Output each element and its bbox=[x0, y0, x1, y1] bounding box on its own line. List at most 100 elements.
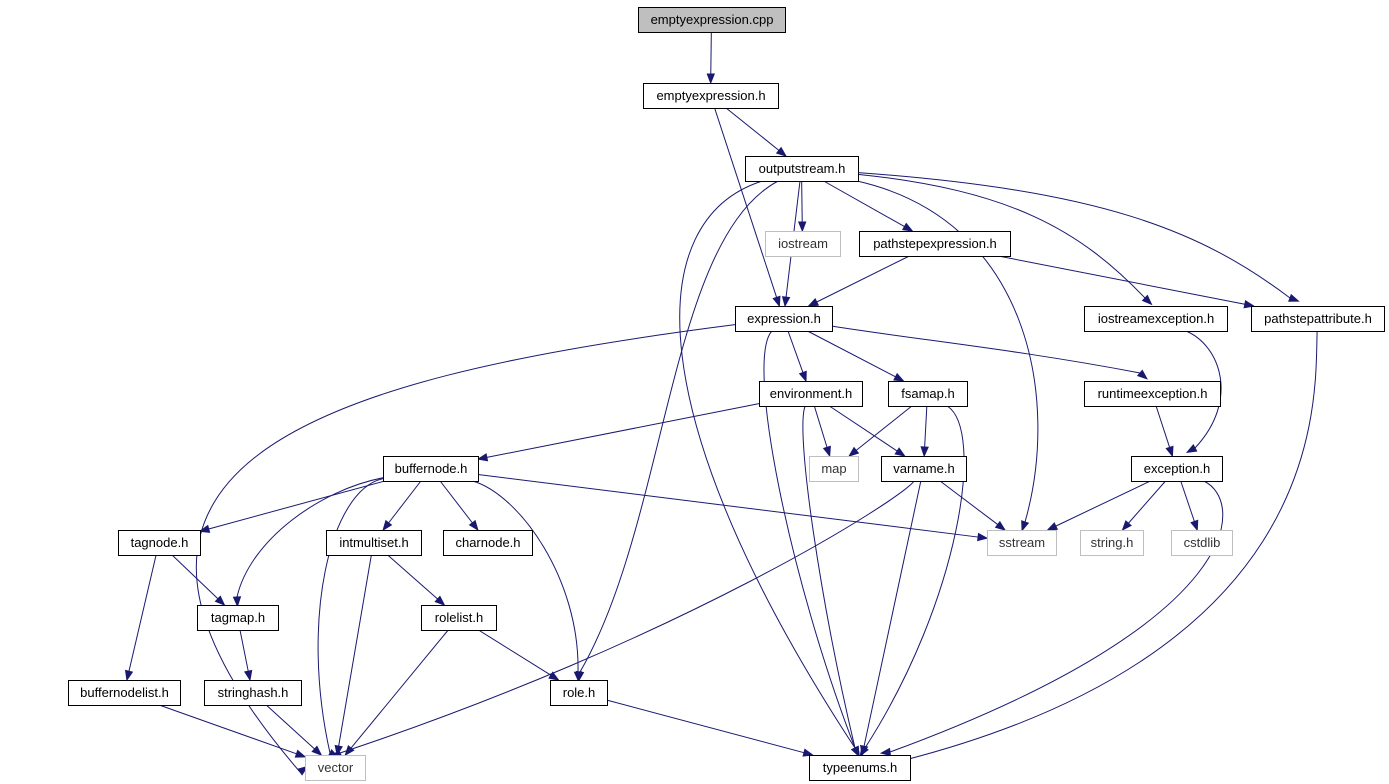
node-box bbox=[1131, 456, 1223, 482]
node-box bbox=[326, 530, 422, 556]
node-label: iostreamexception.h bbox=[1098, 311, 1214, 326]
edge-fsamap-h-to-map bbox=[848, 405, 913, 457]
edge-outputstream-h-to-pathstepexpression-h bbox=[823, 180, 914, 232]
edge-line bbox=[857, 173, 1146, 299]
node-tagnode-h[interactable]: tagnode.h bbox=[118, 530, 201, 556]
node-exception-h[interactable]: exception.h bbox=[1131, 456, 1223, 482]
edge-expression-h-to-fsamap-h bbox=[807, 330, 905, 382]
node-box bbox=[859, 231, 1011, 257]
node-label: intmultiset.h bbox=[339, 535, 408, 550]
node-label: typeenums.h bbox=[823, 760, 897, 775]
edge-line bbox=[807, 330, 896, 378]
arrowhead-icon bbox=[1165, 445, 1174, 458]
edge-line bbox=[387, 554, 438, 600]
node-label: tagmap.h bbox=[211, 610, 265, 625]
edge-line bbox=[477, 473, 979, 538]
edge-line bbox=[338, 554, 372, 747]
node-label: buffernode.h bbox=[395, 461, 468, 476]
arrowhead-icon bbox=[807, 297, 820, 307]
edge-line bbox=[350, 629, 449, 749]
edge-pathstepexpression-h-to-pathstepattribute-h bbox=[998, 255, 1256, 309]
node-environment-h[interactable]: environment.h bbox=[759, 381, 863, 407]
node-typeenums-h[interactable]: typeenums.h bbox=[809, 755, 911, 781]
node-box bbox=[204, 680, 302, 706]
arrowhead-icon bbox=[920, 446, 929, 458]
edge-line bbox=[714, 107, 778, 298]
node-intmultiset-h[interactable]: intmultiset.h bbox=[326, 530, 422, 556]
arrowhead-icon bbox=[297, 765, 309, 776]
node-label: cstdlib bbox=[1184, 535, 1221, 550]
node-box bbox=[1080, 530, 1144, 556]
edge-line bbox=[236, 477, 384, 598]
arrowhead-icon bbox=[1121, 520, 1132, 532]
edge-line bbox=[339, 480, 915, 754]
edge-buffernodelist-h-to-vector bbox=[158, 704, 307, 758]
edge-line bbox=[195, 324, 736, 773]
node-expression-h[interactable]: expression.h bbox=[735, 306, 833, 332]
arrowhead-icon bbox=[311, 745, 323, 756]
node-label: runtimeexception.h bbox=[1098, 386, 1208, 401]
edge-line bbox=[478, 629, 552, 676]
node-emptyexpression-h[interactable]: emptyexpression.h bbox=[643, 83, 779, 109]
edge-pathstepexpression-h-to-expression-h bbox=[807, 255, 910, 307]
arrowhead-icon bbox=[893, 372, 905, 382]
node-pathstepexpression-h[interactable]: pathstepexpression.h bbox=[859, 231, 1011, 257]
arrowhead-icon bbox=[1136, 369, 1148, 380]
edge-line bbox=[171, 554, 219, 600]
node-iostreamexception-h[interactable]: iostreamexception.h bbox=[1084, 306, 1228, 332]
edge-intmultiset-h-to-vector bbox=[334, 554, 372, 757]
edge-line bbox=[823, 180, 905, 228]
edge-line bbox=[317, 478, 384, 754]
node-box bbox=[881, 456, 967, 482]
node-buffernodelist-h[interactable]: buffernodelist.h bbox=[68, 680, 181, 706]
node-box bbox=[643, 83, 779, 109]
edge-role-h-to-typeenums-h bbox=[606, 699, 814, 757]
node-buffernode-h[interactable]: buffernode.h bbox=[383, 456, 479, 482]
node-box bbox=[1251, 306, 1385, 332]
edge-line bbox=[1185, 330, 1222, 449]
edge-line bbox=[924, 405, 928, 448]
node-pathstepattribute-h[interactable]: pathstepattribute.h bbox=[1251, 306, 1385, 332]
node-sstream: sstream bbox=[987, 530, 1057, 556]
node-label: emptyexpression.h bbox=[656, 88, 765, 103]
edge-line bbox=[606, 699, 805, 754]
node-charnode-h[interactable]: charnode.h bbox=[443, 530, 533, 556]
node-label: pathstepattribute.h bbox=[1264, 311, 1372, 326]
node-label: fsamap.h bbox=[901, 386, 954, 401]
edge-buffernode-h-to-charnode-h bbox=[439, 480, 479, 532]
edge-tagnode-h-to-tagmap-h bbox=[171, 554, 226, 606]
edge-line bbox=[472, 480, 579, 673]
node-outputstream-h[interactable]: outputstream.h bbox=[745, 156, 859, 182]
edge-buffernode-h-to-tagnode-h bbox=[198, 480, 385, 533]
arrowhead-icon bbox=[860, 744, 869, 757]
node-rolelist-h[interactable]: rolelist.h bbox=[421, 605, 497, 631]
edge-stringhash-h-to-vector bbox=[265, 704, 323, 756]
edge-line bbox=[486, 403, 760, 458]
edge-buffernode-h-to-vector bbox=[317, 478, 384, 758]
edge-buffernode-h-to-tagmap-h bbox=[232, 477, 384, 608]
node-stringhash-h[interactable]: stringhash.h bbox=[204, 680, 302, 706]
edge-line bbox=[864, 405, 965, 749]
edge-outputstream-h-to-iostreamexception-h bbox=[857, 173, 1153, 306]
arrowhead-icon bbox=[894, 447, 906, 457]
arrowhead-icon bbox=[797, 221, 807, 233]
node-emptyexpression-cpp[interactable]: emptyexpression.cpp bbox=[638, 7, 786, 33]
node-box bbox=[383, 456, 479, 482]
arrowhead-icon bbox=[781, 296, 791, 308]
edge-runtimeexception-h-to-exception-h bbox=[1155, 405, 1174, 458]
edge-emptyexpression-h-to-outputstream-h bbox=[725, 107, 787, 157]
node-iostream: iostream bbox=[765, 231, 841, 257]
node-box bbox=[1084, 306, 1228, 332]
edge-expression-h-to-vector bbox=[195, 324, 736, 776]
node-role-h[interactable]: role.h bbox=[550, 680, 608, 706]
node-vector: vector bbox=[305, 755, 366, 781]
node-varname-h[interactable]: varname.h bbox=[881, 456, 967, 482]
edge-exception-h-to-sstream bbox=[1046, 480, 1151, 531]
node-tagmap-h[interactable]: tagmap.h bbox=[197, 605, 279, 631]
node-fsamap-h[interactable]: fsamap.h bbox=[888, 381, 968, 407]
node-box bbox=[809, 755, 911, 781]
edge-intmultiset-h-to-rolelist-h bbox=[387, 554, 446, 606]
edge-line bbox=[1155, 405, 1171, 448]
node-runtimeexception-h[interactable]: runtimeexception.h bbox=[1084, 381, 1221, 407]
edge-outputstream-h-to-pathstepattribute-h bbox=[857, 172, 1300, 302]
